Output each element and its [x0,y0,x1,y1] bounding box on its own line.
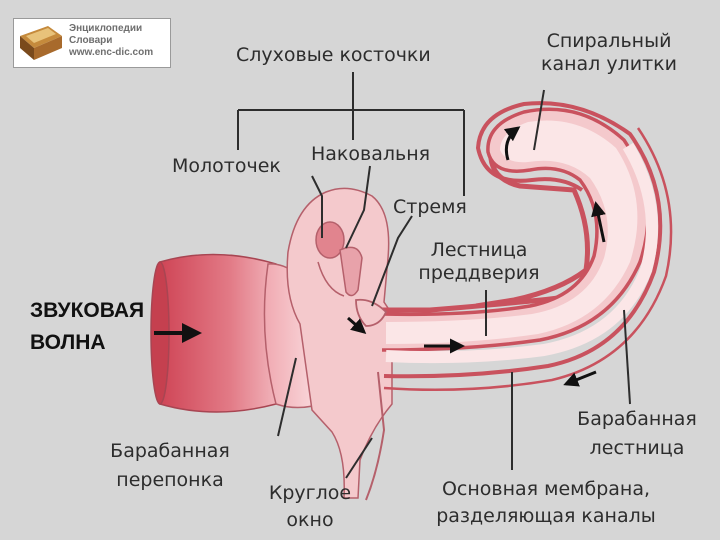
label-basilar-membrane: Основная мембрана, разделяющая каналы [408,478,684,528]
label-eardrum: Барабанная перепонка [90,440,250,492]
label-scala-tympani: Барабанная лестница [562,408,712,460]
watermark-line-2: Словари [69,35,153,47]
label-stapes: Стремя [393,196,467,219]
label-round-window: Круглое окно [250,482,370,532]
scala-tympani-leader [624,310,630,404]
label-scala-vestibuli: Лестница преддверия [394,239,564,285]
watermark-logo: Энциклопедии Словари www.enc-dic.com [13,18,171,68]
label-spiral-canal: Спиральный канал улитки [524,30,694,76]
label-malleus: Молоточек [172,155,281,178]
book-icon [18,24,64,62]
watermark-line-1: Энциклопедии [69,23,153,35]
label-ossicles: Слуховые косточки [236,44,431,67]
label-sound-wave: ЗВУКОВАЯ ВОЛНА [30,298,144,355]
watermark-line-3: www.enc-dic.com [69,47,153,59]
label-incus: Наковальня [311,143,430,166]
